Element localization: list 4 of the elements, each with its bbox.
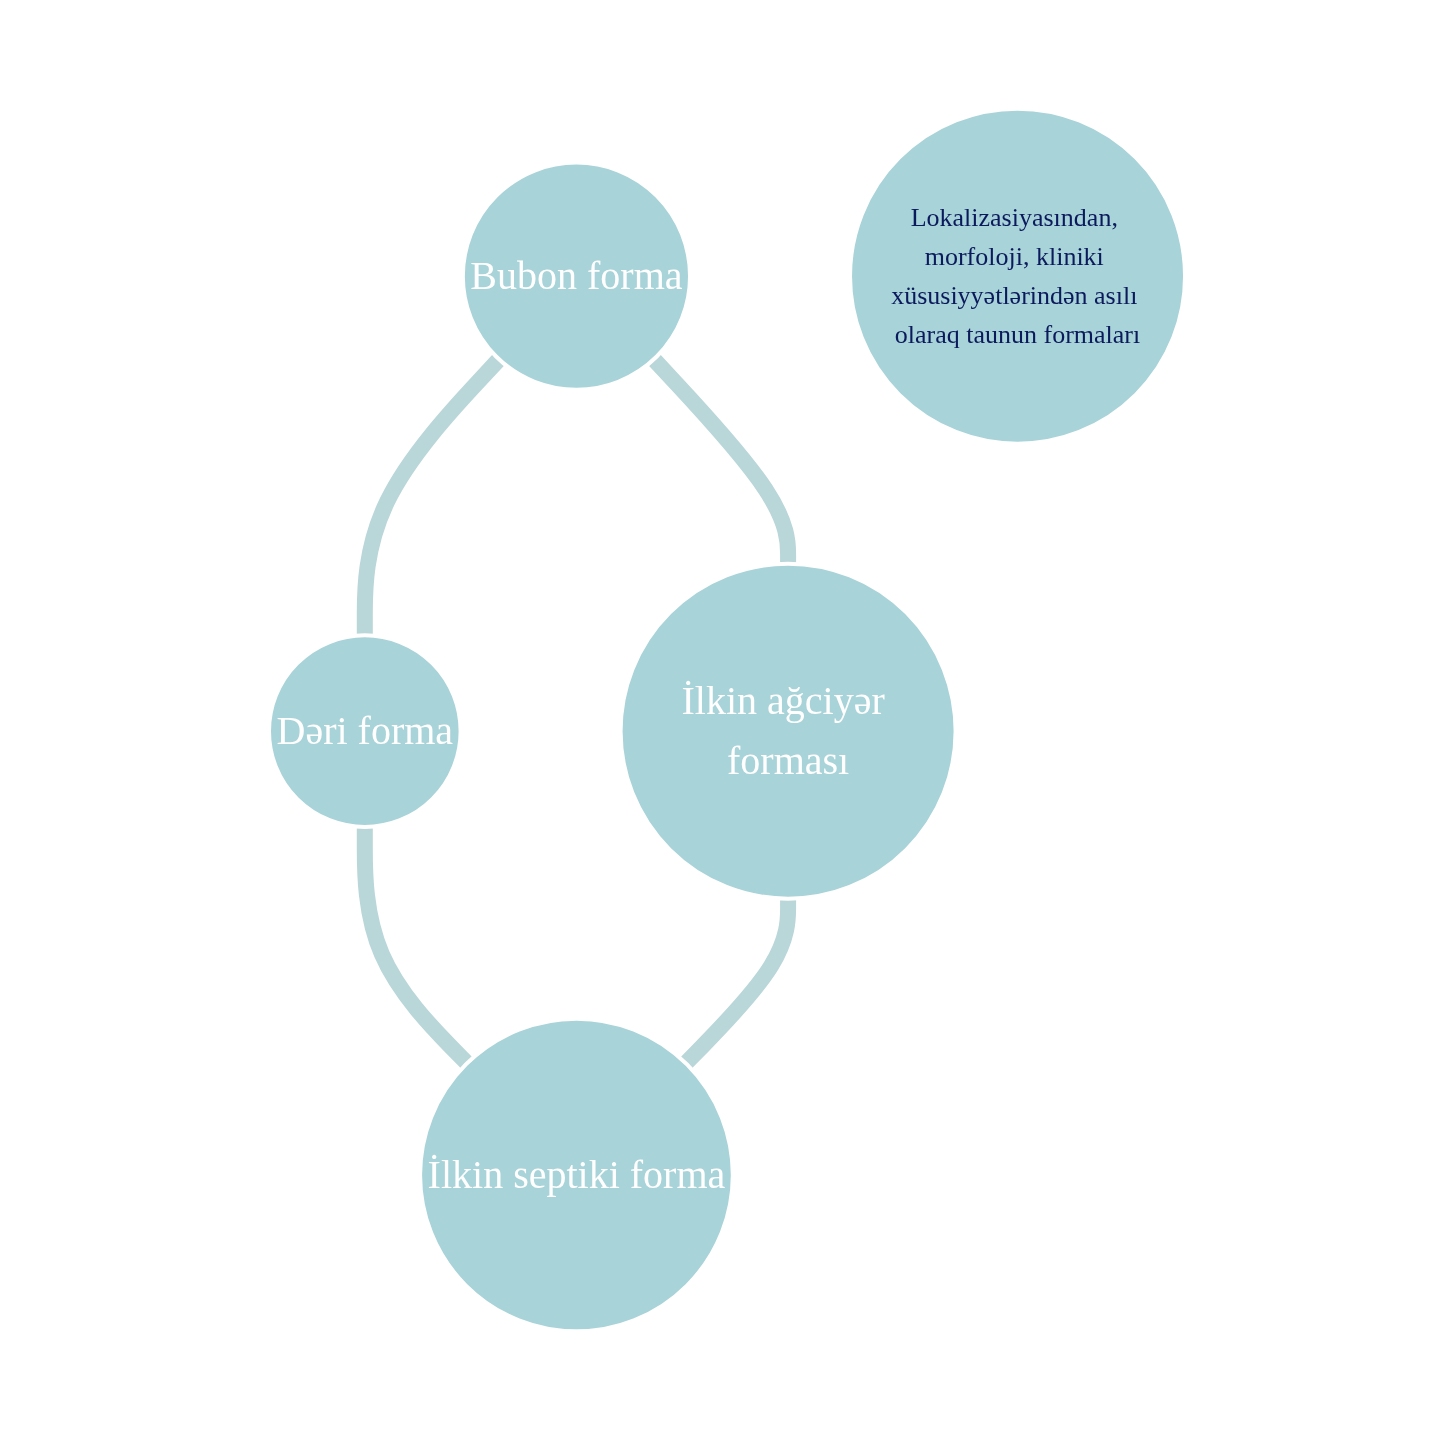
connector: [647, 353, 797, 564]
connector: [680, 898, 797, 1069]
connector: [356, 826, 473, 1069]
connector: [356, 353, 505, 636]
